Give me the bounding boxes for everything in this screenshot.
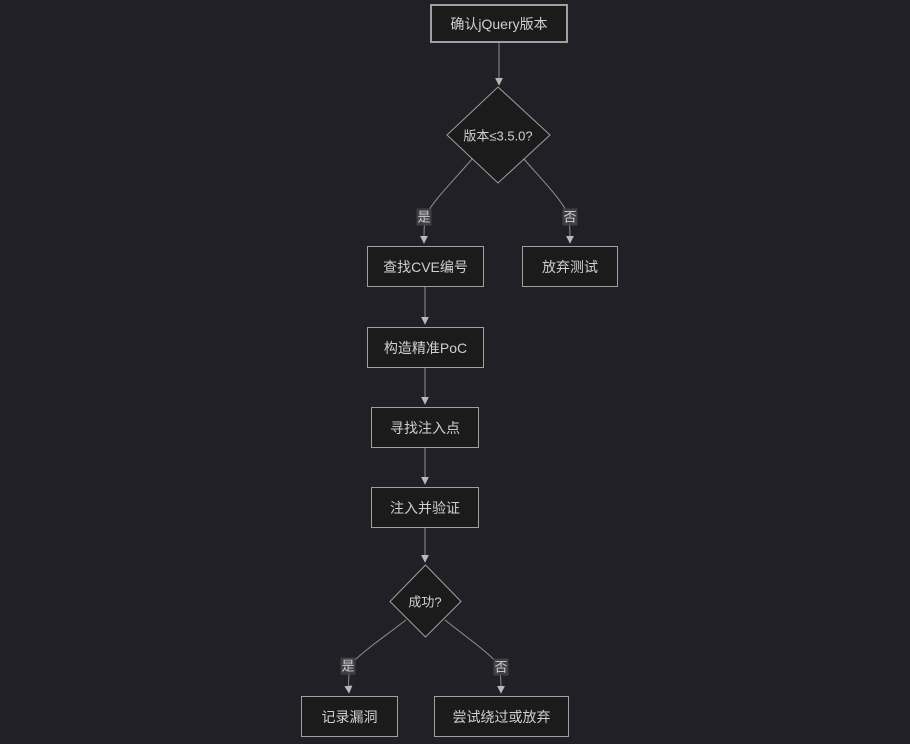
edge-version-check-no-to-abandon-test [522, 157, 574, 244]
node-version-check-diamond [446, 86, 551, 184]
node-find-injection-point-label: 寻找注入点 [390, 419, 460, 436]
node-inject-and-verify: 注入并验证 [371, 487, 479, 528]
node-confirm-jquery-version: 确认jQuery版本 [430, 4, 568, 43]
node-success-check-label: 成功? [408, 594, 442, 610]
node-find-cve-label: 查找CVE编号 [383, 258, 468, 275]
node-find-cve: 查找CVE编号 [367, 246, 484, 287]
node-record-vulnerability: 记录漏洞 [301, 696, 398, 737]
edge-label-no-1: 否 [562, 208, 578, 226]
node-try-bypass-or-abandon: 尝试绕过或放弃 [434, 696, 569, 737]
node-build-poc-label: 构造精准PoC [383, 339, 468, 356]
edge-version-check-yes-to-find-cve [420, 157, 474, 244]
node-abandon-test: 放弃测试 [522, 246, 618, 287]
node-build-poc: 构造精准PoC [367, 327, 484, 368]
node-try-bypass-or-abandon-label: 尝试绕过或放弃 [452, 708, 551, 725]
node-abandon-test-label: 放弃测试 [542, 258, 598, 275]
node-inject-and-verify-label: 注入并验证 [390, 499, 460, 516]
edge-success-no-to-try-bypass [444, 619, 505, 694]
node-record-vulnerability-label: 记录漏洞 [321, 708, 378, 725]
edge-label-yes-1: 是 [416, 208, 432, 226]
edge-label-no-2: 否 [493, 658, 509, 676]
node-confirm-jquery-version-label: 确认jQuery版本 [450, 15, 548, 32]
edge-label-yes-2: 是 [340, 657, 356, 675]
node-success-check-diamond [389, 564, 462, 638]
node-find-injection-point: 寻找注入点 [371, 407, 479, 448]
edge-success-yes-to-record-vulnerability [344, 619, 407, 694]
node-version-check-label: 版本≤3.5.0? [463, 128, 533, 144]
